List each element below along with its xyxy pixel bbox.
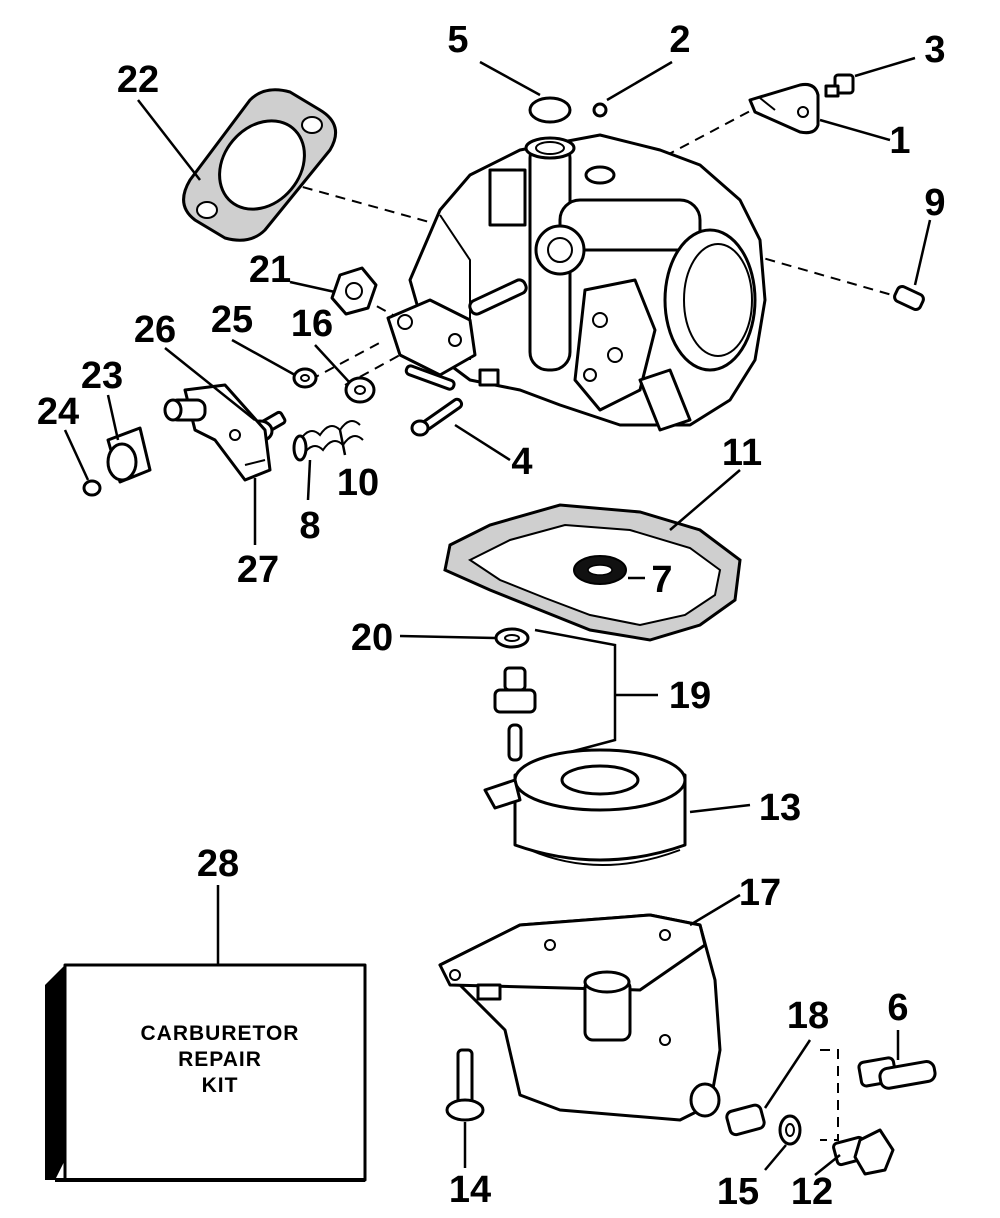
- part-22-flange-gasket: [182, 88, 338, 242]
- callout-4: 4: [511, 441, 532, 483]
- callout-15: 15: [717, 1171, 759, 1213]
- part-2-ball: [592, 102, 608, 118]
- callout-7: 7: [651, 559, 672, 601]
- part-14-screw: [445, 1048, 485, 1122]
- callout-19: 19: [669, 675, 711, 717]
- callout-25: 25: [211, 299, 253, 341]
- part-13-float: [483, 748, 687, 866]
- part-15-gasket-washer: [778, 1114, 802, 1146]
- part-6-drain-screw: [857, 1056, 937, 1090]
- part-5-welch-plug: [528, 96, 572, 124]
- callout-1: 1: [889, 120, 910, 162]
- callout-numbers: 5 2 3 1 9 22 21 25 16 26 23 24 10 8 27 4…: [37, 19, 946, 1213]
- part-7-seal: [573, 555, 627, 585]
- callout-22: 22: [117, 59, 159, 101]
- callout-11: 11: [722, 432, 762, 474]
- part-3-screw: [824, 73, 855, 98]
- callout-24: 24: [37, 391, 79, 433]
- part-4-screw-long: [410, 397, 464, 437]
- part-10-pin: [404, 364, 456, 391]
- callout-5: 5: [447, 19, 468, 61]
- choke-lever-plate: [386, 278, 528, 377]
- part-16-lockwasher: [344, 376, 376, 404]
- kit-label-line1: CARBURETOR: [141, 1022, 300, 1045]
- callout-6: 6: [887, 987, 908, 1029]
- callout-8: 8: [299, 505, 320, 547]
- part-27-throttle-lever: [163, 383, 272, 482]
- part-18-jet: [725, 1103, 766, 1137]
- callout-18: 18: [787, 995, 829, 1037]
- part-9-plug-screw: [893, 284, 925, 312]
- callout-28: 28: [197, 843, 239, 885]
- callout-13: 13: [759, 787, 801, 829]
- callout-16: 16: [291, 303, 333, 345]
- part-19-needle-and-seat: [493, 628, 617, 762]
- callout-26: 26: [134, 309, 176, 351]
- leader-lines: [63, 56, 932, 1176]
- callout-10: 10: [337, 462, 379, 504]
- part-28-repair-kit-box: CARBURETOR REPAIR KIT: [45, 963, 367, 1182]
- callout-12: 12: [791, 1171, 833, 1213]
- callout-17: 17: [739, 872, 781, 914]
- part-1-retainer-plate: [748, 83, 820, 135]
- callout-2: 2: [669, 19, 690, 61]
- part-20-washer: [494, 627, 530, 649]
- part-25-washer: [292, 367, 318, 389]
- part-24-o-ring: [82, 479, 102, 497]
- callout-3: 3: [924, 29, 945, 71]
- kit-label-line2: REPAIR: [178, 1048, 262, 1071]
- part-23-bushing: [106, 426, 152, 484]
- part-8-spring: [292, 420, 364, 462]
- callout-14: 14: [449, 1169, 491, 1211]
- kit-label-line3: KIT: [202, 1074, 239, 1097]
- callout-20: 20: [351, 617, 393, 659]
- part-12-bolt: [832, 1128, 895, 1176]
- part-21-nut: [330, 266, 378, 316]
- callout-9: 9: [924, 182, 945, 224]
- callout-23: 23: [81, 355, 123, 397]
- carburetor-main-body: [408, 133, 767, 432]
- callout-21: 21: [249, 249, 291, 291]
- callout-27: 27: [237, 549, 279, 591]
- part-17-float-bowl: [438, 913, 722, 1122]
